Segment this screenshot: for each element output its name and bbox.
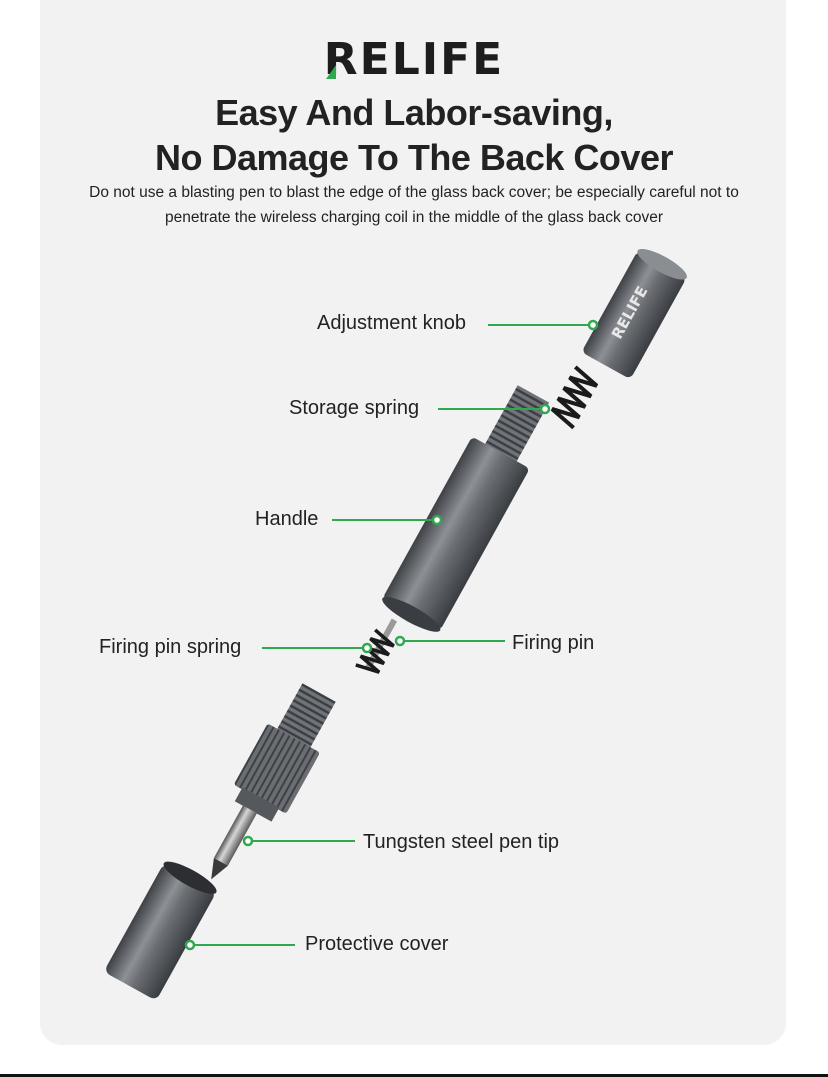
pen-body-part	[234, 683, 336, 822]
adjustment-knob-part: RELIFE	[583, 249, 687, 378]
label-firing-pin-spring: Firing pin spring	[99, 636, 242, 658]
leaf-mark-icon	[325, 65, 336, 79]
label-storage-spring: Storage spring	[289, 397, 420, 419]
brand-logo: RELIFE	[0, 34, 828, 85]
bottom-divider	[0, 1074, 828, 1077]
callout-lines	[190, 324, 593, 946]
protective-cover-part	[106, 861, 217, 999]
label-adjustment-knob: Adjustment knob	[317, 312, 466, 334]
label-pen-tip: Tungsten steel pen tip	[363, 831, 560, 853]
label-firing-pin: Firing pin	[512, 632, 595, 654]
label-protective-cover: Protective cover	[305, 933, 449, 955]
description-line-1: Do not use a blasting pen to blast the e…	[89, 184, 739, 201]
label-handle: Handle	[255, 508, 319, 530]
pen-tip-part	[211, 805, 257, 880]
callout-dots	[184, 319, 599, 951]
brand-name: RELIFE	[323, 34, 505, 85]
handle-part	[382, 385, 550, 632]
headline-line-1: Easy And Labor-saving,	[215, 92, 613, 133]
description-line-2: penetrate the wireless charging coil in …	[165, 209, 663, 226]
storage-spring-part	[550, 365, 599, 430]
headline-line-2: No Damage To The Back Cover	[155, 137, 673, 178]
